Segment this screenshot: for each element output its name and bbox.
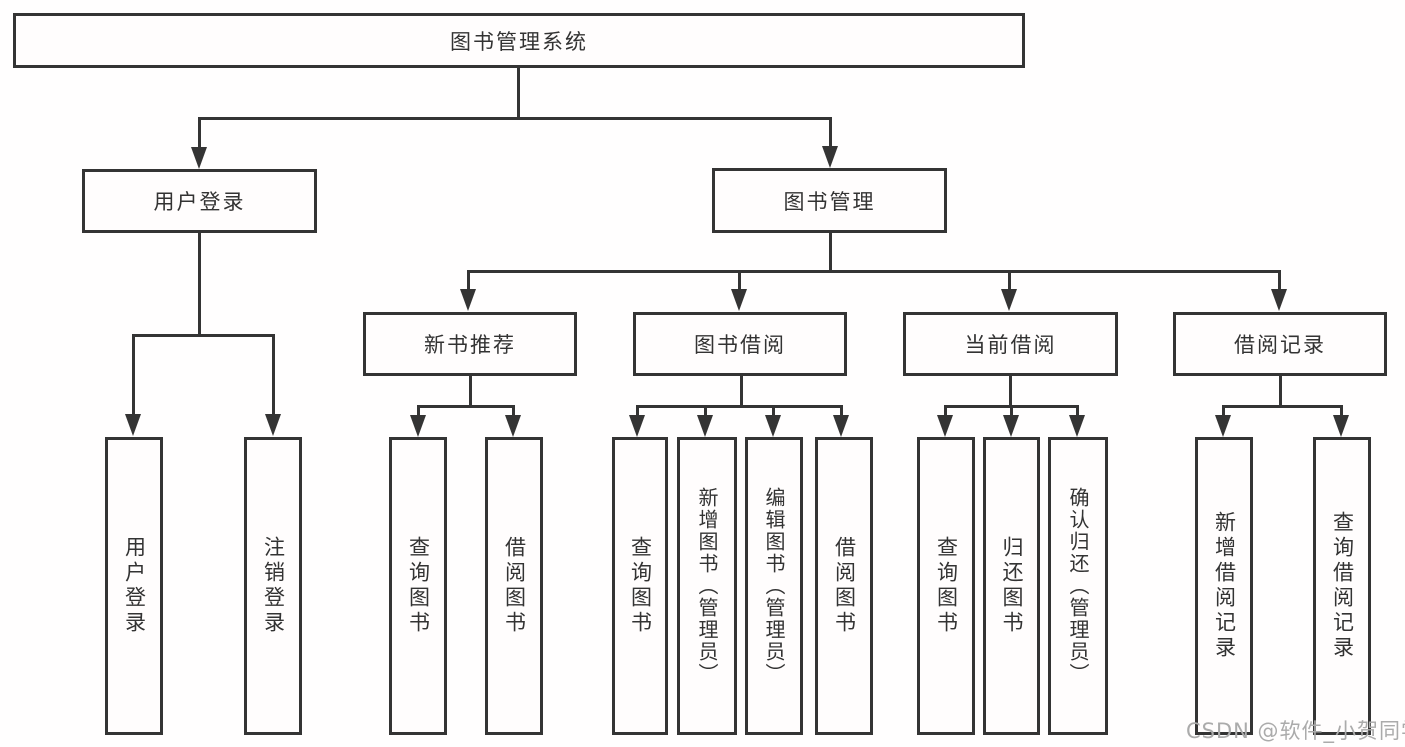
connector-line xyxy=(417,405,420,417)
connector-line xyxy=(198,117,832,120)
connector-line xyxy=(517,68,520,118)
leaf-query-books-2: 查询图书 xyxy=(612,437,668,735)
node-new-book-recommend: 新书推荐 xyxy=(363,312,577,376)
leaf-label: 查询图书 xyxy=(934,536,959,636)
leaf-edit-book-admin: 编辑图书（管理员） xyxy=(745,437,803,735)
connector-line xyxy=(772,405,775,417)
arrowhead-down-icon xyxy=(833,415,849,437)
node-book-management-branch: 图书管理 xyxy=(712,168,947,233)
node-user-login-branch: 用户登录 xyxy=(82,169,317,233)
arrowhead-down-icon xyxy=(505,415,521,437)
leaf-user-login: 用户登录 xyxy=(105,437,163,735)
arrowhead-down-icon xyxy=(1271,289,1287,311)
connector-line xyxy=(1076,405,1079,417)
leaf-label: 查询借阅记录 xyxy=(1330,511,1355,661)
arrowhead-down-icon xyxy=(697,415,713,437)
arrowhead-down-icon xyxy=(265,414,281,436)
connector-line xyxy=(132,334,275,337)
connector-line xyxy=(198,233,201,337)
connector-line xyxy=(1278,270,1281,291)
connector-line xyxy=(512,405,515,417)
leaf-label: 归还图书 xyxy=(1000,536,1024,636)
leaf-return-books: 归还图书 xyxy=(983,437,1040,735)
connector-line xyxy=(1340,405,1343,417)
leaf-label: 新增借阅记录 xyxy=(1212,511,1237,661)
arrowhead-down-icon xyxy=(125,414,141,436)
connector-line xyxy=(198,117,201,149)
leaf-query-books-3: 查询图书 xyxy=(917,437,975,735)
leaf-label: 注销登录 xyxy=(261,536,286,636)
connector-line xyxy=(417,405,515,408)
connector-line xyxy=(1008,270,1011,291)
connector-line xyxy=(132,334,135,416)
leaf-add-borrow-record: 新增借阅记录 xyxy=(1195,437,1253,735)
node-label: 借阅记录 xyxy=(1234,333,1326,357)
arrowhead-down-icon xyxy=(937,415,953,437)
leaf-label: 新增图书（管理员） xyxy=(695,487,719,685)
connector-line xyxy=(829,117,832,148)
node-label: 当前借阅 xyxy=(964,333,1057,357)
node-label: 图书借阅 xyxy=(694,333,786,357)
arrowhead-down-icon xyxy=(629,415,645,437)
connector-line xyxy=(738,270,741,291)
arrowhead-down-icon xyxy=(765,415,781,437)
arrowhead-down-icon xyxy=(410,415,426,437)
connector-line xyxy=(1279,376,1282,408)
node-root: 图书管理系统 xyxy=(13,13,1025,68)
connector-line xyxy=(1222,405,1342,408)
connector-line xyxy=(1010,405,1013,417)
leaf-borrow-books-1: 借阅图书 xyxy=(485,437,543,735)
node-label: 图书管理 xyxy=(783,189,876,214)
connector-line xyxy=(944,405,947,417)
leaf-label: 查询图书 xyxy=(406,536,431,636)
leaf-confirm-return-admin: 确认归还（管理员） xyxy=(1048,437,1108,735)
leaf-label: 查询图书 xyxy=(628,536,653,636)
connector-line xyxy=(467,270,1281,273)
leaf-label: 确认归还（管理员） xyxy=(1066,487,1090,685)
leaf-query-books-1: 查询图书 xyxy=(389,437,447,735)
leaf-query-borrow-record: 查询借阅记录 xyxy=(1313,437,1371,735)
node-label: 新书推荐 xyxy=(424,333,516,357)
arrowhead-down-icon xyxy=(1333,415,1349,437)
connector-line xyxy=(840,405,843,417)
arrowhead-down-icon xyxy=(191,147,207,169)
connector-line xyxy=(829,233,832,273)
leaf-label: 借阅图书 xyxy=(832,536,857,636)
node-root-label: 图书管理系统 xyxy=(450,29,588,54)
connector-line xyxy=(467,270,470,291)
leaf-label: 用户登录 xyxy=(122,536,147,636)
leaf-label: 编辑图书（管理员） xyxy=(762,487,786,685)
arrowhead-down-icon xyxy=(460,289,476,311)
connector-line xyxy=(1009,376,1012,408)
arrowhead-down-icon xyxy=(731,289,747,311)
connector-line xyxy=(272,334,275,416)
arrowhead-down-icon xyxy=(1069,415,1085,437)
connector-line xyxy=(636,405,843,408)
node-label: 用户登录 xyxy=(153,190,246,214)
node-current-borrow: 当前借阅 xyxy=(903,312,1118,376)
arrowhead-down-icon xyxy=(1003,415,1019,437)
connector-line xyxy=(740,376,743,408)
arrowhead-down-icon xyxy=(822,146,838,168)
node-borrow-records: 借阅记录 xyxy=(1173,312,1387,376)
node-book-borrow: 图书借阅 xyxy=(633,312,847,376)
leaf-label: 借阅图书 xyxy=(502,536,527,636)
leaf-borrow-books-2: 借阅图书 xyxy=(815,437,873,735)
leaf-add-book-admin: 新增图书（管理员） xyxy=(677,437,737,735)
connector-line xyxy=(636,405,639,417)
connector-line xyxy=(469,376,472,408)
connector-line xyxy=(1222,405,1225,417)
leaf-logout: 注销登录 xyxy=(244,437,302,735)
arrowhead-down-icon xyxy=(1001,289,1017,311)
arrowhead-down-icon xyxy=(1215,415,1231,437)
watermark: CSDN @软件_小贺同学 xyxy=(1186,719,1405,743)
connector-line xyxy=(704,405,707,417)
